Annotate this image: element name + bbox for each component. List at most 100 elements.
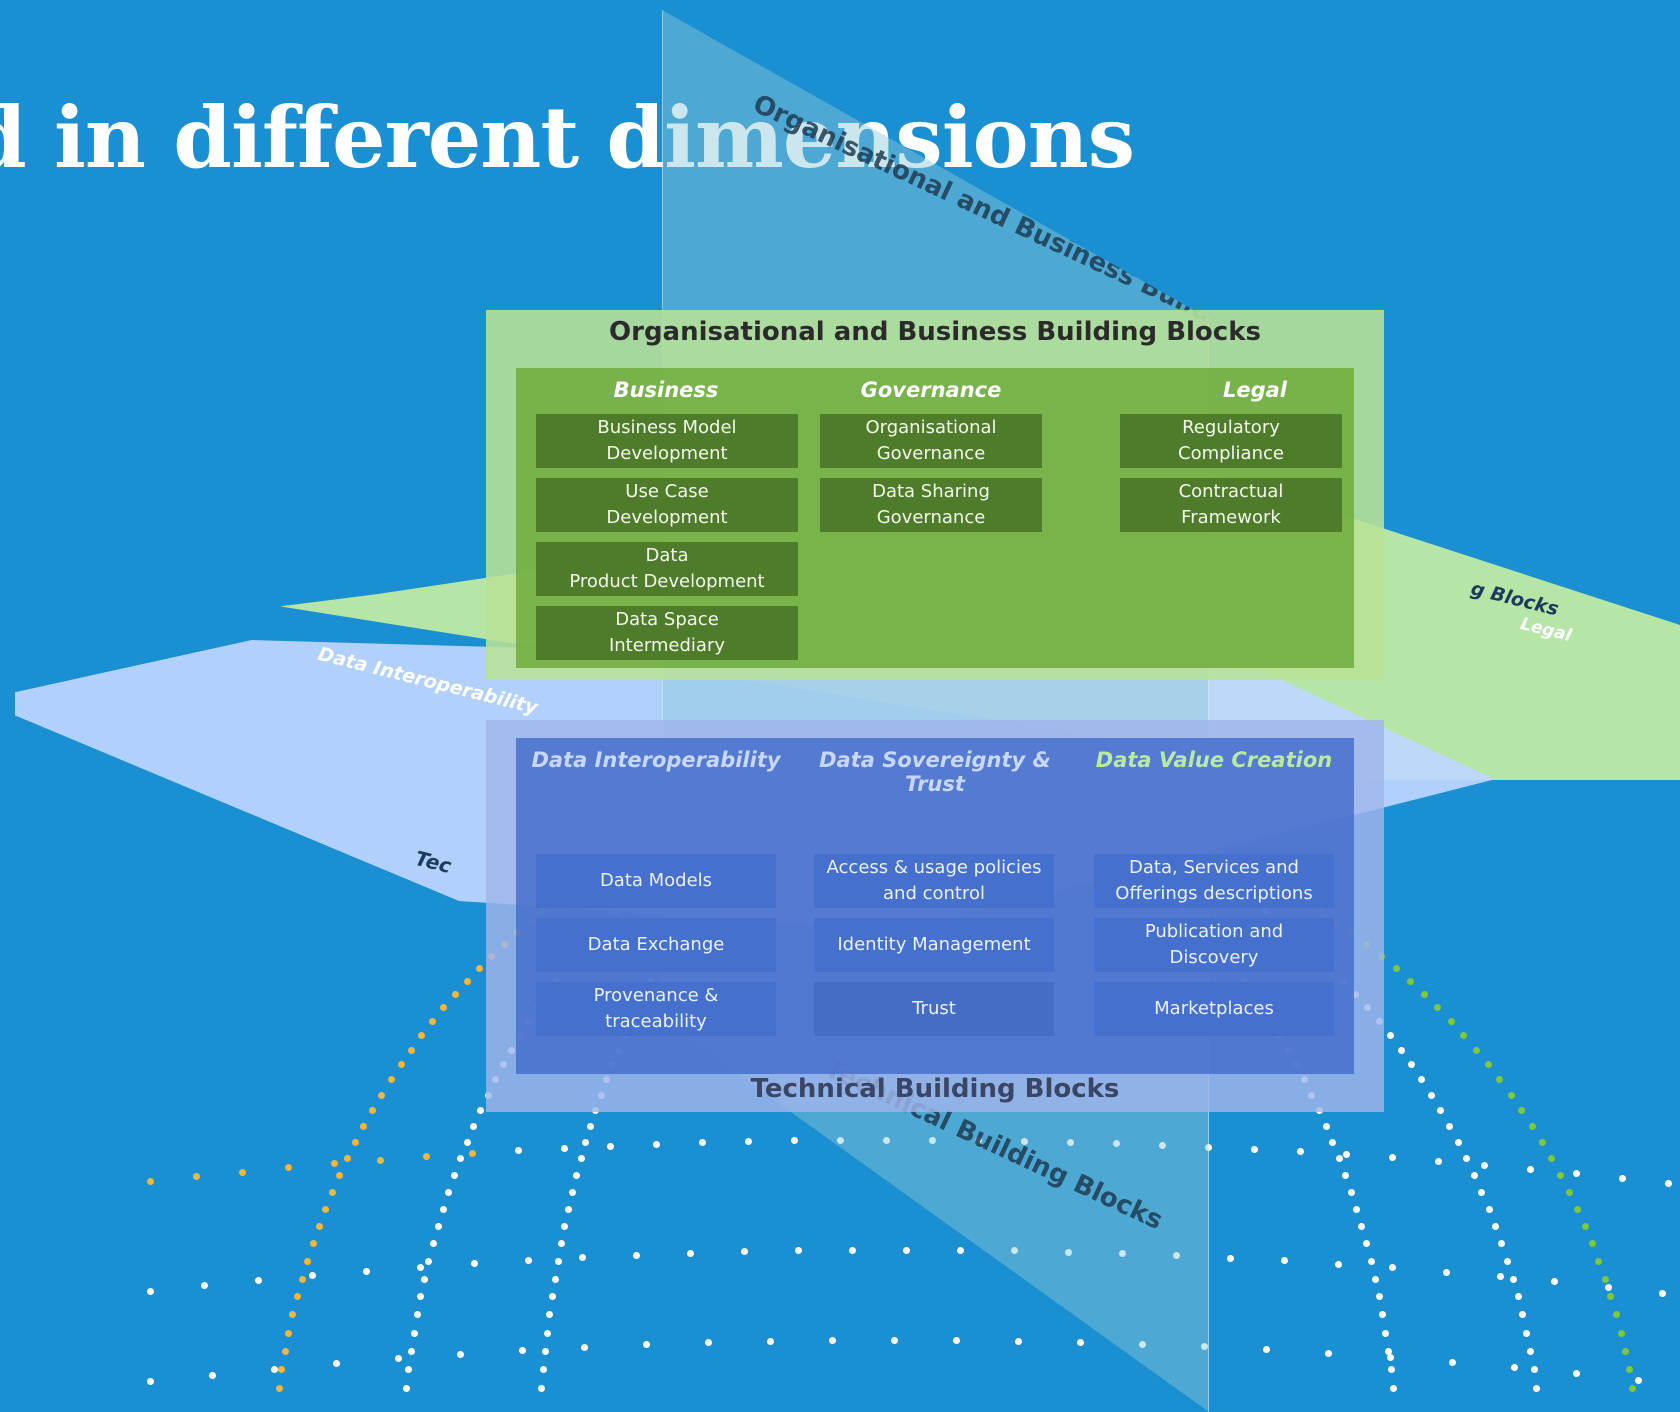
globe-dot [1480, 1161, 1488, 1169]
globe-dot [1572, 1170, 1580, 1178]
globe-dot [322, 1205, 330, 1213]
data-services-offerings-block: Data, Services and Offerings description… [1094, 854, 1334, 908]
globe-dot [1342, 1151, 1350, 1159]
globe-dot [539, 1366, 547, 1374]
globe-dot [541, 1347, 549, 1355]
business-heading: Business [613, 378, 719, 402]
globe-dot [376, 1156, 384, 1164]
globe-dot [1519, 1311, 1527, 1319]
globe-dot [1448, 1359, 1456, 1367]
globe-dot [309, 1240, 317, 1248]
globe-dot [1607, 1293, 1615, 1301]
globe-dot [1158, 1141, 1166, 1149]
data-product-development-block: Data Product Development [536, 542, 798, 596]
globe-dot [1118, 1250, 1126, 1258]
globe-dot [422, 1153, 430, 1161]
globe-dot [1601, 1275, 1609, 1283]
globe-dot [1363, 1240, 1371, 1248]
globe-dot [551, 1275, 559, 1283]
globe-dot [1138, 1340, 1146, 1348]
globe-dot [289, 1311, 297, 1319]
globe-dot [1386, 1032, 1394, 1040]
globe-dot [560, 1144, 568, 1152]
globe-dot [543, 1329, 551, 1337]
globe-dot [439, 1205, 447, 1213]
globe-dot [425, 1257, 433, 1265]
globe-dot [561, 1222, 569, 1230]
globe-dot [573, 1171, 581, 1179]
globe-dot [281, 1347, 289, 1355]
globe-dot [1375, 1293, 1383, 1301]
globe-dot [1618, 1175, 1626, 1183]
globe-dot [1418, 1076, 1426, 1084]
globe-dot [1262, 1346, 1270, 1354]
globe-dot [429, 1018, 437, 1026]
governance-column: Governance Organisational Governance Dat… [816, 368, 1046, 668]
globe-dot [405, 1366, 413, 1374]
globe-dot [362, 1267, 370, 1275]
globe-dot [577, 1155, 585, 1163]
globe-dot [686, 1249, 694, 1257]
data-interoperability-heading: Data Interoperability [531, 748, 781, 772]
globe-dot [315, 1222, 323, 1230]
globe-dot [1390, 1384, 1398, 1392]
organisational-panel-title: Organisational and Business Building Blo… [609, 317, 1261, 347]
globe-dot [1204, 1143, 1212, 1151]
globe-dot [1387, 1366, 1395, 1374]
globe-dot [394, 1355, 402, 1363]
globe-dot [440, 1004, 448, 1012]
globe-dot [1628, 1384, 1636, 1392]
globe-dot [1322, 1122, 1330, 1130]
globe-dot [470, 1122, 478, 1130]
globe-dot [1581, 1222, 1589, 1230]
globe-dot [1496, 1076, 1504, 1084]
globe-dot [1478, 1188, 1486, 1196]
globe-dot [1588, 1240, 1596, 1248]
globe-dot [1382, 1329, 1390, 1337]
globe-dot [1392, 965, 1400, 973]
globe-dot [456, 1350, 464, 1358]
globe-dot [1538, 1139, 1546, 1146]
globe-dot [578, 1253, 586, 1261]
page-title: d in different dimensions [0, 88, 1135, 187]
globe-dot [429, 1240, 437, 1248]
globe-dot [548, 1293, 556, 1301]
globe-dot [1550, 1278, 1558, 1286]
globe-dot [298, 1275, 306, 1283]
globe-dot [463, 1139, 471, 1146]
globe-dot [1526, 1165, 1534, 1173]
globe-dot [1492, 1222, 1500, 1230]
globe-dot [1329, 1139, 1337, 1146]
data-models-block: Data Models [536, 854, 776, 908]
globe-dot [1518, 1107, 1526, 1115]
globe-dot [1507, 1091, 1515, 1099]
globe-dot [329, 1188, 337, 1196]
globe-dot [1280, 1257, 1288, 1265]
globe-dot [1064, 1248, 1072, 1256]
business-model-development-block: Business Model Development [536, 414, 798, 468]
globe-dot [1066, 1138, 1074, 1146]
organisational-panel: Organisational and Business Building Blo… [486, 310, 1384, 680]
globe-dot [407, 1347, 415, 1355]
globe-dot [606, 1142, 614, 1150]
globe-dot [475, 965, 483, 973]
globe-dot [794, 1247, 802, 1255]
organisational-governance-block: Organisational Governance [820, 414, 1042, 468]
globe-dot [1664, 1180, 1672, 1188]
globe-dot [1471, 1171, 1479, 1179]
globe-dot [1379, 1311, 1387, 1319]
data-sharing-governance-block: Data Sharing Governance [820, 478, 1042, 532]
globe-dot [410, 1329, 418, 1337]
globe-dot [1485, 1205, 1493, 1213]
globe-dot [1498, 1240, 1506, 1248]
globe-dot [1548, 1155, 1556, 1163]
identity-management-block: Identity Management [814, 918, 1054, 972]
business-column: Business Business Model Development Use … [516, 368, 816, 668]
globe-dot [330, 1160, 338, 1168]
globe-dot [1472, 1046, 1480, 1054]
globe-dot [238, 1168, 246, 1176]
globe-dot [744, 1138, 752, 1146]
globe-dot [451, 1171, 459, 1179]
globe-dot [477, 1107, 485, 1115]
globe-dot [1386, 1354, 1394, 1362]
